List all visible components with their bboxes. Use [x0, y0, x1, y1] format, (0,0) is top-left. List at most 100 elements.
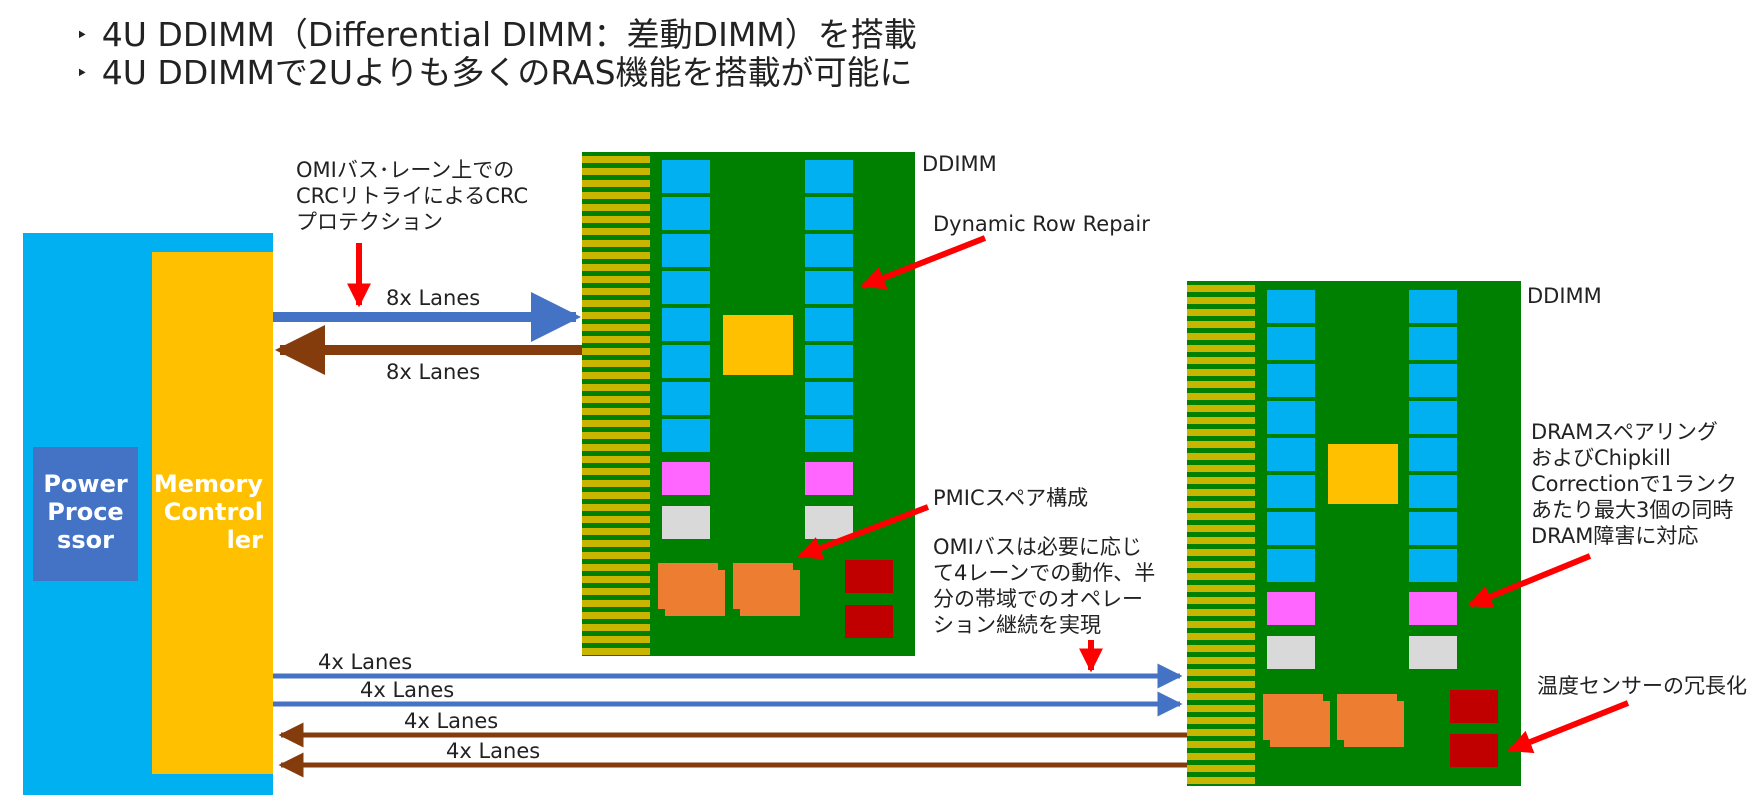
dimm-bottom-spare-right	[1409, 636, 1457, 669]
dimm-bottom-gold-finger	[1187, 285, 1255, 292]
dimm-bottom-dram-chip	[1409, 549, 1457, 582]
power-processor-label: Power Proce ssor	[43, 470, 128, 554]
dimm-top-gold-finger	[582, 336, 650, 343]
dimm-bottom-buffer-chip	[1328, 444, 1398, 504]
dimm-bottom-dram-chip	[1267, 364, 1315, 397]
dimm-bottom-dram-chip	[1409, 438, 1457, 471]
dimm-top	[582, 152, 915, 656]
dimm-bottom-dram-chip	[1267, 401, 1315, 434]
dimm-bottom-gold-finger	[1187, 765, 1255, 772]
dimm-top-gold-finger	[582, 480, 650, 487]
dimm-top-gold-finger	[582, 540, 650, 547]
bullet-marker-icon: ‣	[76, 61, 88, 85]
dimm-top-gold-finger	[582, 492, 650, 499]
bullet-2-text: 4U DDIMMで2Uよりも多くのRAS機能を搭載が可能に	[101, 53, 913, 92]
bullet-1-text: 4U DDIMM（Differential DIMM：差動DIMM）を搭載	[101, 15, 917, 54]
dimm-bottom-gold-finger	[1187, 429, 1255, 436]
dimm-top-pmic-orange-1	[658, 563, 718, 609]
dimm-top-gold-finger	[582, 588, 650, 595]
dimm-bottom-spare-left	[1267, 636, 1315, 669]
dimm-top-gold-finger	[582, 300, 650, 307]
callout-arrow-temp-sensor	[1507, 700, 1630, 754]
dimm-top-gold-finger	[582, 636, 650, 643]
dimm-top-gold-finger	[582, 372, 650, 379]
dimm-bottom-dram-chip	[1267, 549, 1315, 582]
dimm-bottom-gold-finger	[1187, 645, 1255, 652]
dimm-top-dram-chip	[805, 345, 853, 378]
dimm-bottom-gold-finger	[1187, 741, 1255, 748]
dimm-top-gold-finger	[582, 612, 650, 619]
dimm-bottom-gold-finger	[1187, 297, 1255, 304]
dimm-top-gold-fingers	[582, 156, 650, 655]
dimm-bottom-dram-chip	[1409, 512, 1457, 545]
dimm-bottom-sensor-2	[1450, 734, 1498, 767]
lane-label-bottom-2: 4x Lanes	[360, 678, 455, 702]
dimm-bottom	[1187, 281, 1521, 786]
annotation-crc: OMIバス･レーン上での CRCリトライによるCRC プロテクション	[296, 158, 529, 234]
memory-controller-label: Memory Control ler	[153, 470, 263, 554]
dimm-top-gold-finger	[582, 168, 650, 175]
lane-label-bottom-1: 4x Lanes	[318, 650, 413, 674]
dimm-bottom-gold-finger	[1187, 537, 1255, 544]
lane-label-top-in: 8x Lanes	[386, 360, 481, 384]
dimm-bottom-dram-chip	[1409, 290, 1457, 323]
dimm-top-dram-chip	[662, 382, 710, 415]
dimm-top-gold-finger	[582, 468, 650, 475]
dimm-bottom-gold-finger	[1187, 669, 1255, 676]
bullet-1: ‣4U DDIMM（Differential DIMM：差動DIMM）を搭載	[76, 16, 917, 54]
dimm-top-gold-finger	[582, 576, 650, 583]
dimm-bottom-dram-chip	[1409, 475, 1457, 508]
dimm-bottom-gold-finger	[1187, 345, 1255, 352]
dimm-top-gold-finger	[582, 288, 650, 295]
dimm-top-gold-finger	[582, 360, 650, 367]
dimm-bottom-gold-finger	[1187, 309, 1255, 316]
dimm-bottom-gold-finger	[1187, 393, 1255, 400]
dimm-bottom-gold-finger	[1187, 465, 1255, 472]
dimm-bottom-label: DDIMM	[1527, 284, 1602, 308]
dimm-top-gold-finger	[582, 600, 650, 607]
dimm-bottom-gold-finger	[1187, 621, 1255, 628]
memory-controller-box	[152, 252, 273, 774]
dimm-bottom-dram-chip	[1409, 364, 1457, 397]
dimm-bottom-gold-finger	[1187, 489, 1255, 496]
dimm-top-dram-chip	[662, 308, 710, 341]
annotation-dram-sparing: DRAMスペアリング およびChipkill Correctionで1ランク あ…	[1531, 420, 1738, 548]
dimm-top-gold-finger	[582, 204, 650, 211]
dimm-bottom-gold-fingers	[1187, 285, 1255, 784]
dimm-bottom-dram-chip	[1267, 290, 1315, 323]
annotation-omi-bus: OMIバスは必要に応じ て4レーンでの動作、半 分の帯域でのオペレー ション継続…	[933, 535, 1156, 637]
dimm-bottom-gold-finger	[1187, 681, 1255, 688]
dimm-bottom-gold-finger	[1187, 597, 1255, 604]
dimm-bottom-dram-chip	[1267, 327, 1315, 360]
dimm-top-dram-chip	[805, 160, 853, 193]
dimm-top-gold-finger	[582, 348, 650, 355]
dimm-top-gold-finger	[582, 624, 650, 631]
dimm-bottom-gold-finger	[1187, 501, 1255, 508]
dimm-bottom-gold-finger	[1187, 369, 1255, 376]
dimm-bottom-gold-finger	[1187, 777, 1255, 784]
dimm-bottom-gold-finger	[1187, 753, 1255, 760]
dimm-top-gold-finger	[582, 564, 650, 571]
dimm-bottom-pmic-left	[1267, 592, 1315, 625]
dimm-top-gold-finger	[582, 516, 650, 523]
dimm-top-dram-chip	[805, 234, 853, 267]
dimm-top-fingers-bg	[582, 152, 650, 656]
dimm-bottom-gold-finger	[1187, 657, 1255, 664]
dimm-top-gold-finger	[582, 444, 650, 451]
lane-label-bottom-4: 4x Lanes	[446, 739, 541, 763]
dimm-top-buffer-chip	[723, 315, 793, 375]
dimm-bottom-pmic-orange-2	[1337, 694, 1397, 740]
dimm-top-pmic-right	[805, 462, 853, 495]
dimm-bottom-gold-finger	[1187, 453, 1255, 460]
dimm-top-gold-finger	[582, 420, 650, 427]
dimm-top-pmic-orange-2	[733, 563, 793, 609]
dimm-top-dram-chip	[805, 382, 853, 415]
dimm-bottom-gold-finger	[1187, 441, 1255, 448]
dimm-bottom-gold-finger	[1187, 717, 1255, 724]
dimm-top-gold-finger	[582, 180, 650, 187]
dimm-top-sensor-1	[845, 560, 893, 593]
dimm-bottom-dram-chip	[1267, 512, 1315, 545]
dimm-bottom-sensor-1	[1450, 690, 1498, 723]
lane-label-top-out: 8x Lanes	[386, 286, 481, 310]
dimm-top-gold-finger	[582, 312, 650, 319]
